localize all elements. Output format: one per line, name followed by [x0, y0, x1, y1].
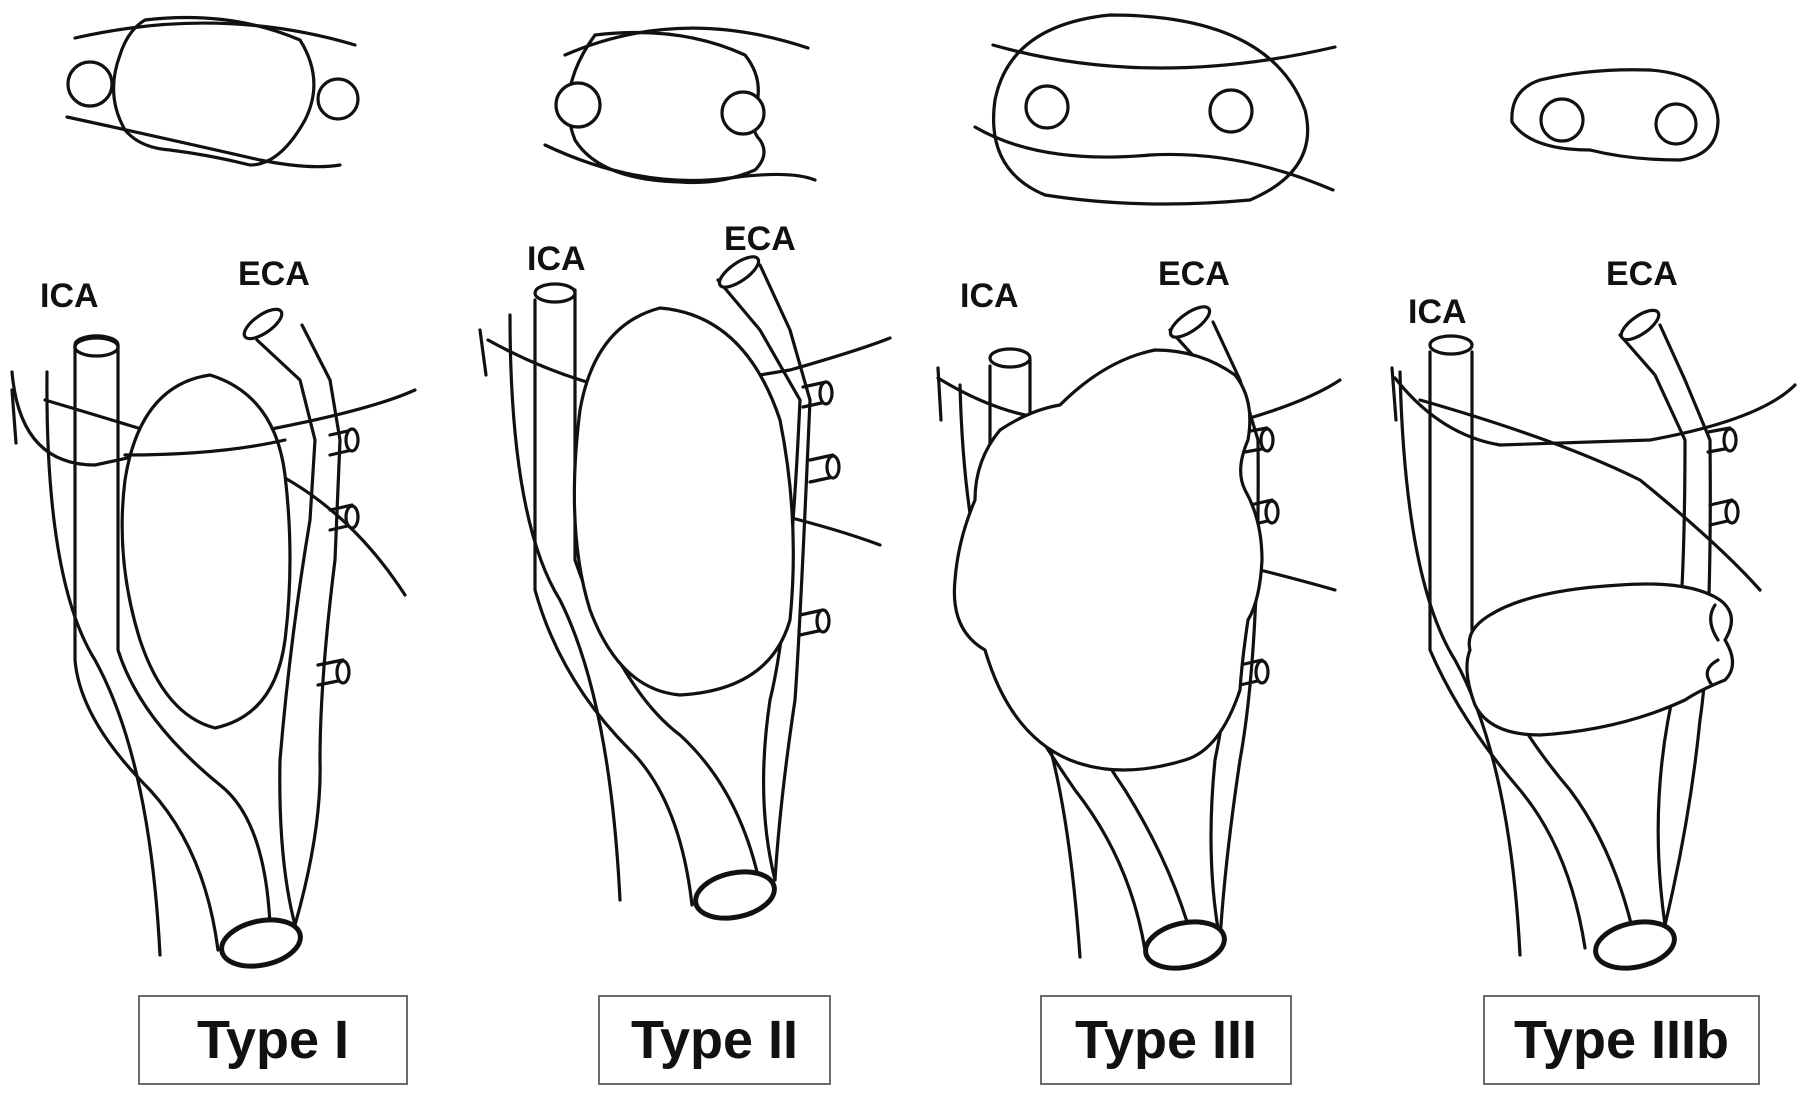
eca-cross-section — [316, 77, 360, 121]
type-label-3: Type III — [1074, 1010, 1258, 1070]
type-label-2: Type II — [630, 1010, 799, 1070]
tumor-type-4 — [1465, 582, 1735, 737]
bifurcation-type-2 — [478, 255, 892, 921]
cca-stump — [693, 869, 777, 921]
ica-stump — [988, 347, 1032, 369]
panel-type-1: ICA ECA — [10, 15, 417, 969]
cross-section-type-3 — [973, 13, 1337, 206]
eca-cross-section — [1208, 88, 1254, 134]
tumor-type-2 — [572, 306, 795, 697]
eca-cross-section — [1654, 102, 1698, 146]
bifurcation-type-4 — [1390, 308, 1797, 971]
ica-stump — [533, 282, 577, 304]
ica-label-type-4: ICA — [1408, 293, 1467, 331]
panel-type-4: ICA ECA — [1390, 68, 1797, 971]
cross-section-type-4 — [1510, 68, 1720, 162]
type-label-box-4: Type IIIb — [1483, 995, 1760, 1085]
ica-stump — [1428, 334, 1474, 356]
nerve-upper — [1393, 376, 1797, 447]
eca-label-type-4: ECA — [1606, 255, 1678, 293]
ica-label-type-2: ICA — [527, 240, 586, 278]
bifurcation-type-1 — [10, 307, 417, 969]
nerve-lower — [1418, 398, 1762, 592]
cca-stump — [219, 917, 303, 969]
type-label-box-3: Type III — [1040, 995, 1292, 1085]
bifurcation-type-3 — [936, 305, 1342, 971]
eca-stump — [1168, 305, 1212, 339]
eca-stump — [1619, 308, 1661, 342]
ica-stump — [73, 336, 120, 358]
eca-stump — [242, 307, 284, 341]
type-label-box-2: Type II — [598, 995, 831, 1085]
ica-cross-section — [554, 81, 602, 129]
tumor-cross-section — [566, 30, 766, 185]
cross-section-type-2 — [543, 26, 817, 185]
eca-label-type-1: ECA — [238, 255, 310, 293]
type-label-4: Type IIIb — [1513, 1010, 1730, 1070]
cca-stump — [1143, 919, 1227, 971]
eca-label-type-3: ECA — [1158, 255, 1230, 293]
panel-type-2: ICA ECA — [478, 26, 892, 921]
tumor-type-3 — [952, 348, 1264, 772]
nerve-lower — [778, 513, 882, 547]
tumor-type-1 — [120, 373, 292, 730]
panel-type-3: ICA ECA — [936, 13, 1342, 971]
ica-cross-section — [66, 60, 114, 108]
cca-stump — [1593, 919, 1677, 971]
type-label-1: Type I — [196, 1010, 350, 1070]
ica-cross-section — [1024, 84, 1070, 130]
eca-label-type-2: ECA — [724, 220, 796, 258]
eca-cross-section — [720, 90, 766, 136]
ica-cross-section — [1539, 97, 1585, 143]
cross-section-type-1 — [65, 15, 360, 169]
type-label-box-1: Type I — [138, 995, 408, 1085]
tumor-cross-section — [111, 15, 316, 167]
ica-label-type-1: ICA — [40, 277, 99, 315]
ica-label-type-3: ICA — [960, 277, 1019, 315]
nerve-lower — [1258, 568, 1337, 592]
eca-stump — [717, 255, 761, 289]
